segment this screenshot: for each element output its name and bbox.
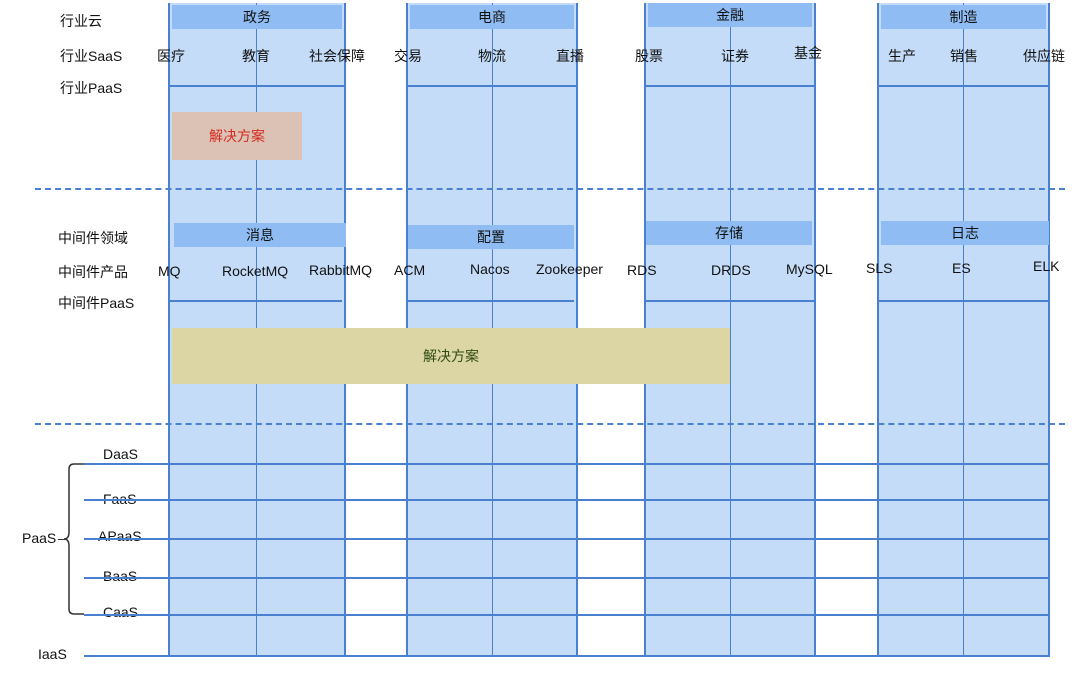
layer-label-daas: DaaS <box>103 446 139 462</box>
industry-header-ecommerce: 电商 <box>410 5 574 29</box>
middleware-product: MQ <box>158 263 181 279</box>
saas-item: 证券 <box>721 48 749 64</box>
middleware-product: ES <box>952 260 971 276</box>
layer-line-baas <box>84 577 1050 579</box>
industry-header-finance: 金融 <box>648 3 812 27</box>
row-label-middleware-domain: 中间件领域 <box>58 230 128 246</box>
middleware-paas-line <box>170 300 342 302</box>
row-label-industry-paas: 行业PaaS <box>60 80 123 96</box>
section-separator <box>35 188 1065 190</box>
middleware-product: Zookeeper <box>536 261 603 277</box>
middleware-header-storage: 存储 <box>646 221 812 245</box>
middleware-product: MySQL <box>786 261 833 277</box>
middleware-product: RabbitMQ <box>309 262 373 278</box>
saas-item: 交易 <box>394 48 422 64</box>
layer-line-apaas <box>84 538 1050 540</box>
industry-paas-line <box>879 85 1050 87</box>
industry-paas-line <box>170 85 344 87</box>
middleware-solution: 解决方案 <box>172 328 730 384</box>
saas-item: 基金 <box>794 45 822 61</box>
middleware-header-message: 消息 <box>174 223 346 247</box>
column-manufacturing <box>877 3 1050 655</box>
industry-header-manufacturing: 制造 <box>881 5 1046 29</box>
row-label-middleware-paas: 中间件PaaS <box>58 295 135 311</box>
saas-item: 股票 <box>635 48 663 64</box>
middleware-product: DRDS <box>711 262 751 278</box>
middleware-header-log: 日志 <box>881 221 1049 245</box>
middleware-paas-line <box>879 300 1050 302</box>
column-divider <box>963 3 964 655</box>
layer-label-apaas: APaaS <box>98 528 142 544</box>
paas-connector <box>58 539 66 540</box>
section-separator <box>35 423 1065 425</box>
saas-item: 生产 <box>888 48 916 64</box>
industry-paas-line <box>646 85 814 87</box>
middleware-product: RocketMQ <box>222 263 289 279</box>
industry-header-gov: 政务 <box>172 5 342 29</box>
row-label-industry-saas: 行业SaaS <box>60 48 123 64</box>
paas-group-label: PaaS <box>22 530 57 546</box>
layer-line-caas <box>84 614 1050 616</box>
saas-item: 销售 <box>950 48 978 64</box>
row-label-middleware-product: 中间件产品 <box>58 264 128 280</box>
layer-label-caas: CaaS <box>103 604 139 620</box>
saas-item: 医疗 <box>157 48 185 64</box>
middleware-product: RDS <box>627 262 657 278</box>
layer-line-faas <box>84 499 1050 501</box>
middleware-product: ELK <box>1033 258 1060 274</box>
row-label-industry-cloud: 行业云 <box>60 13 102 29</box>
saas-item: 供应链 <box>1023 48 1065 64</box>
middleware-paas-line <box>646 300 814 302</box>
industry-solution: 解决方案 <box>172 112 302 160</box>
middleware-product: Nacos <box>470 261 510 277</box>
paas-brace <box>64 463 84 615</box>
layer-label-iaas: IaaS <box>38 646 67 662</box>
layer-line-daas <box>84 463 1050 465</box>
saas-item: 社会保障 <box>309 48 365 64</box>
middleware-product: ACM <box>394 262 426 278</box>
layer-line-iaas <box>84 655 1050 657</box>
saas-item: 直播 <box>556 48 584 64</box>
industry-paas-line <box>408 85 578 87</box>
middleware-header-config: 配置 <box>408 225 574 249</box>
saas-item: 物流 <box>478 48 506 64</box>
column-divider <box>730 3 731 655</box>
saas-item: 教育 <box>242 48 270 64</box>
middleware-paas-line <box>408 300 574 302</box>
layer-label-baas: BaaS <box>103 568 138 584</box>
middleware-product: SLS <box>866 260 893 276</box>
